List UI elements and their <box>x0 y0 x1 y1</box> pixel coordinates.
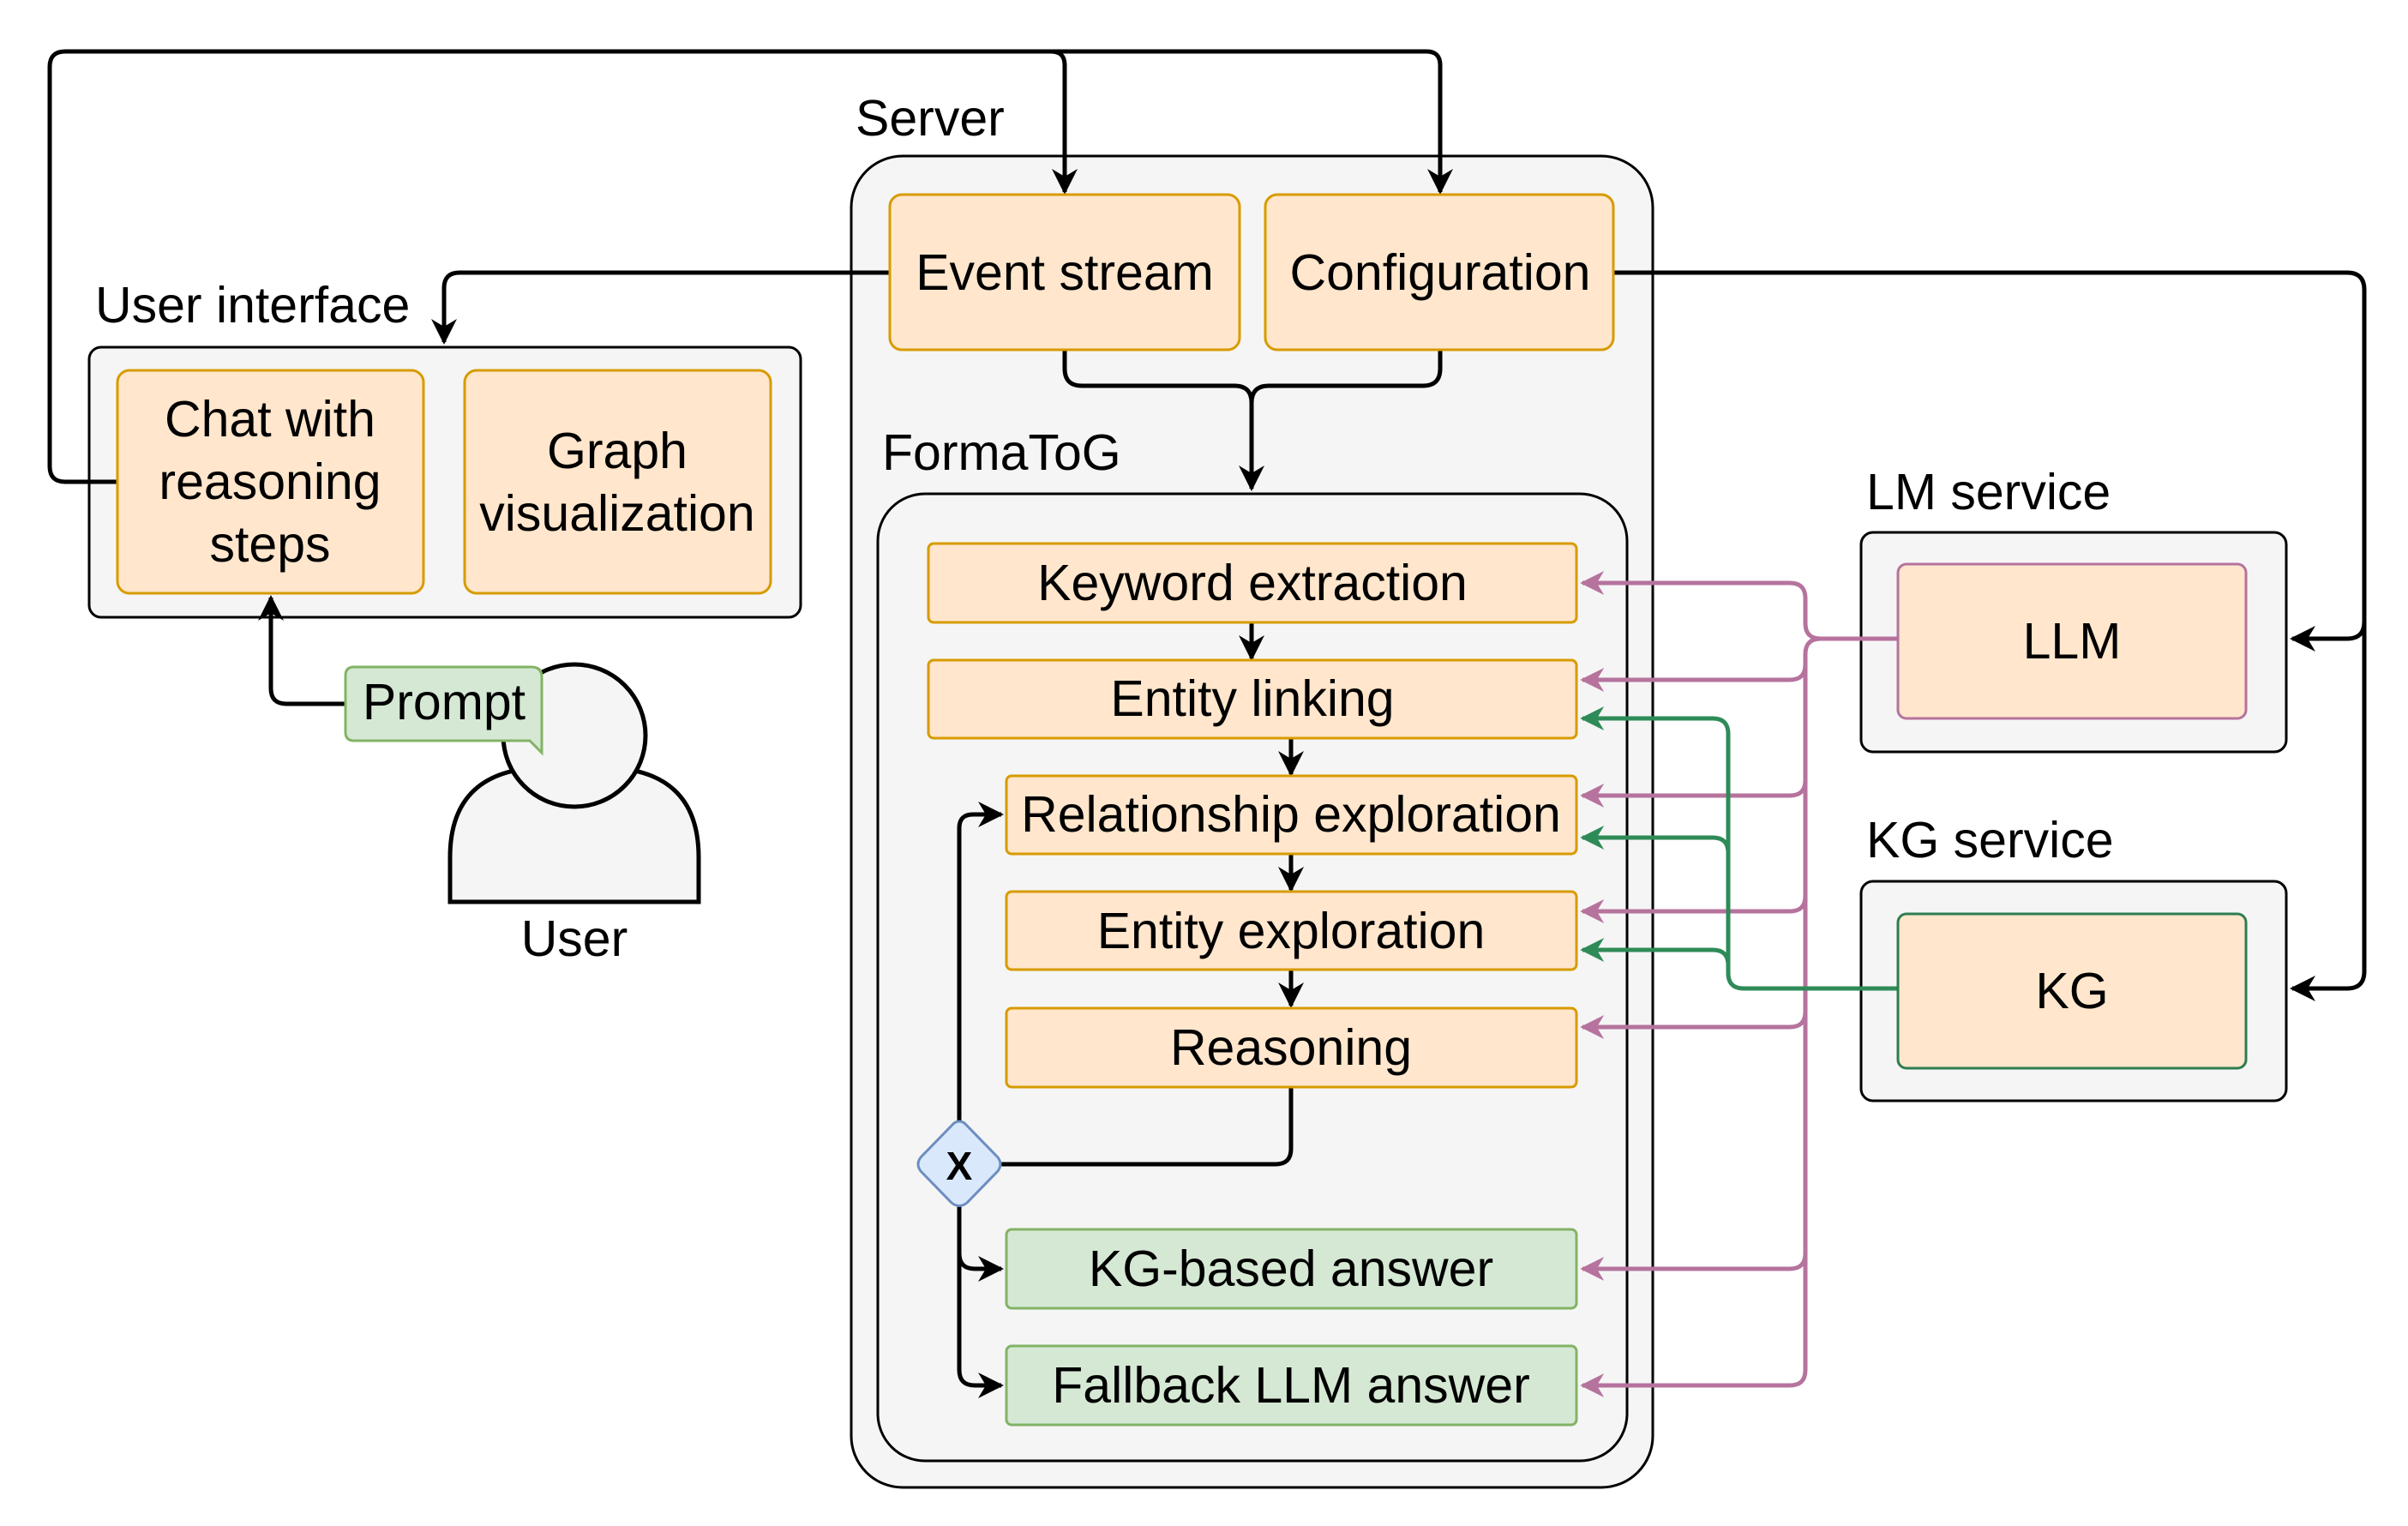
gateway-loop-line <box>957 802 1004 1123</box>
graph-label-line-1: Graph <box>547 423 688 479</box>
chat-label-line-1: Chat with <box>165 391 375 448</box>
kg-based-answer-label: KG-based answer <box>1089 1241 1493 1297</box>
event-stream-to-ui-line <box>431 270 890 345</box>
llm-to-kg-answer-line <box>1580 1253 1808 1281</box>
llm-label: LLM <box>2023 613 2122 670</box>
llm-to-entity-linking-line <box>1580 664 1808 692</box>
lm-service-title: LM service <box>1866 464 2111 520</box>
entity-exploration-box[interactable]: Entity exploration <box>1005 890 1578 971</box>
keyword-extraction-label: Keyword extraction <box>1037 555 1468 611</box>
graph-visualization-box[interactable]: Graph visualization <box>463 369 772 595</box>
llm-box[interactable]: LLM <box>1896 562 2248 720</box>
fallback-llm-answer-box[interactable]: Fallback LLM answer <box>1005 1344 1578 1427</box>
configuration-to-services-line <box>1613 270 2367 652</box>
prompt-label: Prompt <box>363 674 525 730</box>
kg-service-title: KG service <box>1866 812 2114 868</box>
user-interface-title: User interface <box>95 277 410 333</box>
relationship-exploration-box[interactable]: Relationship exploration <box>1005 774 1578 856</box>
kg-to-relationship-line <box>1580 826 1731 973</box>
entity-linking-label: Entity linking <box>1110 670 1394 727</box>
graph-label-line-2: visualization <box>479 485 754 542</box>
chat-with-reasoning-steps-box[interactable]: Chat with reasoning steps <box>116 369 425 595</box>
reasoning-label: Reasoning <box>1170 1019 1412 1076</box>
kg-label: KG <box>2035 963 2108 1019</box>
kg-box[interactable]: KG <box>1896 912 2248 1070</box>
llm-to-keyword-line <box>1580 571 1822 641</box>
llm-connectors <box>1580 571 1898 1397</box>
llm-to-relationship-line <box>1580 779 1808 808</box>
llm-to-entity-exploration-line <box>1580 895 1808 923</box>
formatog-title: FormaToG <box>882 424 1121 481</box>
configuration-box[interactable]: Configuration <box>1264 193 1615 351</box>
prompt-to-chat-line <box>258 595 345 706</box>
kg-connectors <box>1580 706 1898 991</box>
kg-to-entity-exploration-line <box>1580 938 1731 966</box>
prompt-bubble[interactable]: Prompt <box>344 665 543 756</box>
kg-based-answer-box[interactable]: KG-based answer <box>1005 1228 1578 1310</box>
gateway-label: X <box>946 1144 973 1188</box>
configuration-merge-line <box>1249 350 1443 404</box>
entity-exploration-label: Entity exploration <box>1097 903 1486 959</box>
server-title: Server <box>856 90 1005 147</box>
event-stream-label: Event stream <box>916 244 1214 301</box>
event-stream-box[interactable]: Event stream <box>888 193 1241 351</box>
configuration-label: Configuration <box>1290 244 1591 301</box>
chat-label-line-3: steps <box>209 516 330 573</box>
relationship-exploration-label: Relationship exploration <box>1021 786 1561 843</box>
fallback-llm-answer-label: Fallback LLM answer <box>1052 1357 1529 1414</box>
chat-to-server-line <box>47 49 1078 484</box>
reasoning-to-gateway-line <box>1001 1087 1294 1167</box>
keyword-extraction-box[interactable]: Keyword extraction <box>927 542 1578 624</box>
user-label: User <box>521 910 628 967</box>
exclusive-gateway[interactable]: X <box>916 1120 1002 1207</box>
gateway-to-fallback-line <box>957 1253 1004 1398</box>
reasoning-box[interactable]: Reasoning <box>1005 1006 1578 1089</box>
black-connectors <box>47 49 2367 1398</box>
loop-to-configuration-line <box>1051 49 1453 195</box>
chat-label-line-2: reasoning <box>159 454 381 510</box>
config-to-kg-line <box>2290 622 2367 1001</box>
entity-linking-box[interactable]: Entity linking <box>927 658 1578 740</box>
llm-to-reasoning-line <box>1580 1011 1808 1039</box>
